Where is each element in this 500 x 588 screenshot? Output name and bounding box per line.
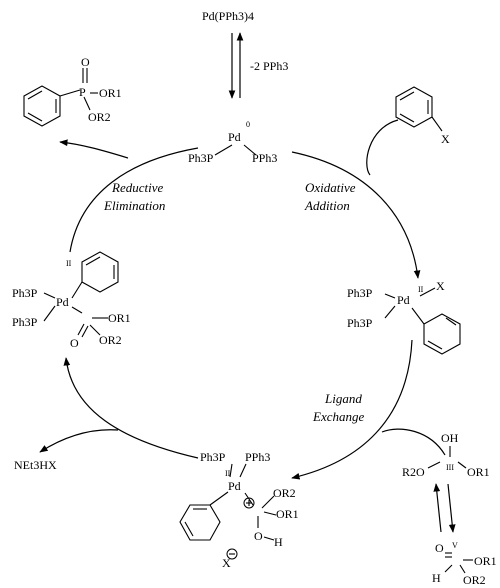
svg-text:OR1: OR1	[467, 465, 490, 479]
svg-text:Ph3P: Ph3P	[12, 315, 38, 329]
svg-text:O: O	[435, 541, 444, 555]
svg-text:H: H	[432, 571, 441, 585]
precursor-label: Pd(PPh3)4	[202, 9, 254, 23]
h-phosphonate: O V OR1 H OR2	[432, 541, 497, 587]
svg-text:H: H	[274, 535, 283, 549]
cycle-arc-oxidative	[291, 151, 421, 279]
phosphite-in-arrow	[381, 428, 446, 456]
svg-text:OR2: OR2	[99, 333, 122, 347]
svg-text:Pd: Pd	[228, 130, 241, 144]
svg-text:Pd: Pd	[397, 293, 410, 307]
product-release-arrow	[59, 139, 129, 159]
svg-text:OR2: OR2	[88, 110, 111, 124]
svg-text:PPh3: PPh3	[245, 450, 270, 464]
cycle-arc-reductive	[69, 147, 199, 253]
pd0-complex: Pd 0 Ph3P PPh3	[188, 120, 277, 165]
svg-text:Pd: Pd	[228, 479, 241, 493]
svg-text:O: O	[254, 529, 263, 543]
positive-charge	[243, 497, 255, 509]
counterion: X	[222, 548, 238, 570]
svg-text:III: III	[446, 463, 454, 472]
step-reductive-elimination: Reductive Elimination	[103, 180, 165, 213]
svg-text:O: O	[70, 336, 79, 350]
svg-text:X: X	[441, 132, 450, 146]
svg-text:O: O	[81, 55, 90, 69]
svg-text:Reductive: Reductive	[111, 180, 163, 195]
svg-text:Ph3P: Ph3P	[200, 450, 226, 464]
ligand-exchange-complex: Ph3P PPh3 II Pd OR2 OR1 O H	[179, 450, 299, 549]
arylhalide-in-arrow	[366, 119, 399, 176]
svg-text:Ligand: Ligand	[324, 391, 362, 406]
step-ligand-exchange: Ligand Exchange	[312, 391, 364, 424]
svg-text:Ph3P: Ph3P	[347, 286, 373, 300]
svg-text:OR1: OR1	[276, 507, 299, 521]
svg-text:Oxidative: Oxidative	[305, 180, 356, 195]
svg-text:0: 0	[246, 120, 250, 129]
svg-text:Exchange: Exchange	[312, 409, 364, 424]
svg-text:Ph3P: Ph3P	[347, 316, 373, 330]
svg-text:OR1: OR1	[108, 311, 131, 325]
product-phosphonate: P O OR1 OR2	[23, 55, 122, 127]
svg-text:OR2: OR2	[273, 486, 296, 500]
svg-text:OR1: OR1	[474, 554, 497, 568]
svg-text:II: II	[225, 469, 231, 478]
svg-text:II: II	[66, 259, 72, 268]
svg-text:OR2: OR2	[463, 573, 486, 587]
svg-text:P: P	[79, 85, 86, 99]
svg-text:X: X	[222, 556, 231, 570]
cycle-arc-to-preelim	[63, 357, 199, 459]
svg-text:OR1: OR1	[99, 86, 122, 100]
dialkyl-phosphite: OH III R2O OR1	[402, 431, 490, 479]
equilibrium-arrows	[228, 32, 244, 99]
svg-text:OH: OH	[441, 431, 459, 445]
step-oxidative-addition: Oxidative Addition	[304, 180, 356, 213]
tautomer-equilibrium-arrows	[433, 483, 456, 533]
svg-text:V: V	[452, 541, 458, 550]
pre-elimination-complex: Ph3P Ph3P Pd II O OR1 OR2 O	[12, 251, 131, 350]
svg-text:II: II	[418, 285, 424, 294]
cycle-arc-ligand	[291, 339, 413, 480]
svg-text:PPh3: PPh3	[252, 151, 277, 165]
svg-text:Ph3P: Ph3P	[188, 151, 214, 165]
svg-text:Elimination: Elimination	[103, 198, 165, 213]
byproduct-label: NEt3HX	[14, 458, 57, 472]
svg-text:Pd: Pd	[56, 295, 69, 309]
svg-text:R2O: R2O	[402, 465, 425, 479]
svg-text:Ph3P: Ph3P	[12, 286, 38, 300]
ligand-loss-label: -2 PPh3	[250, 59, 288, 73]
svg-text:Addition: Addition	[304, 198, 350, 213]
aryl-halide: X	[395, 86, 450, 146]
oxidative-addition-complex: Pd II X Ph3P Ph3P	[347, 279, 461, 355]
byproduct-out-arrow	[39, 429, 119, 453]
svg-text:X: X	[436, 279, 445, 293]
